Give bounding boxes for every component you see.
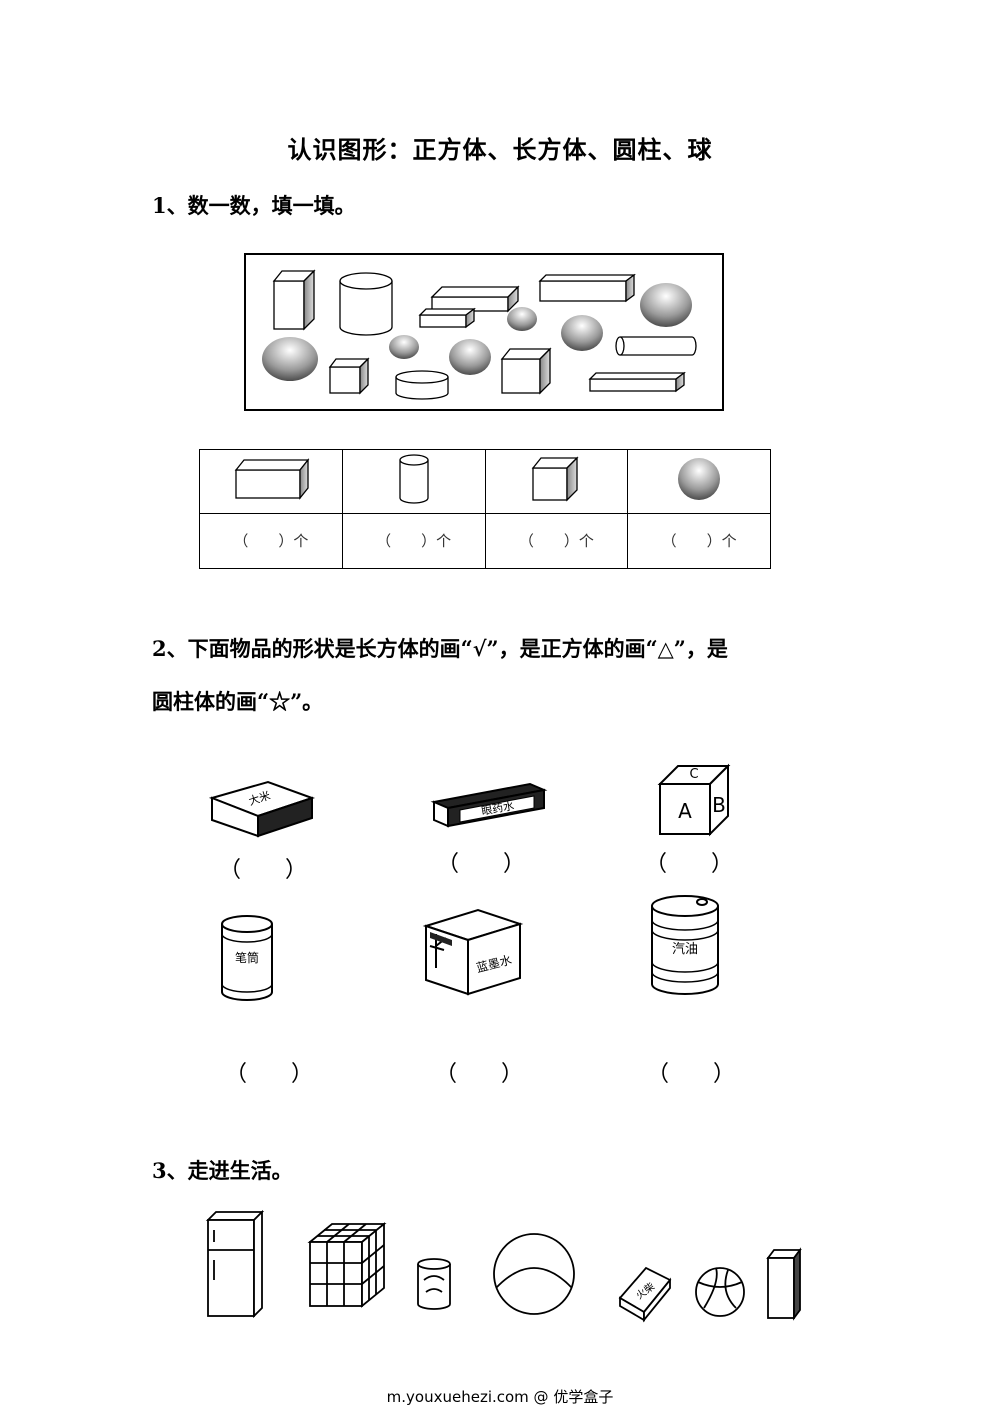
small-cube-shape: [328, 357, 370, 395]
cube-shape: [500, 347, 552, 395]
cube-letter-b: B: [712, 793, 726, 817]
rice-answer-blank[interactable]: （ ）: [218, 858, 307, 883]
gas-barrel-answer-blank[interactable]: （ ）: [646, 1062, 735, 1087]
tall-cuboid-shape: [272, 269, 316, 331]
page-title: 认识图形：正方体、长方体、圆柱、球: [287, 135, 713, 164]
volleyball-icon: [695, 1267, 745, 1317]
cube-count-blank[interactable]: （ ）个: [484, 512, 629, 570]
sphere-shape: [507, 307, 537, 331]
cube-letter-a: A: [678, 799, 692, 823]
letter-cube-answer-blank[interactable]: （ ）: [644, 852, 733, 877]
cube-header-cell: [484, 449, 629, 514]
cylinder-header-cell: [341, 449, 486, 514]
gas-barrel-icon: 汽油: [651, 895, 719, 995]
sphere-header-cell: [627, 449, 771, 514]
ball-icon: [493, 1233, 575, 1315]
eraser-icon: [766, 1247, 802, 1321]
horizontal-cylinder-shape: [615, 336, 697, 356]
footer-watermark: m.youxuehezi.com @ 优学盒子: [386, 1388, 614, 1406]
bottom-cuboid-shape: [588, 371, 686, 393]
sphere-shape: [561, 315, 603, 351]
count-table: （ ）个 （ ）个 （ ）个 （ ）个: [199, 449, 771, 570]
cube-letter-c: C: [689, 767, 698, 782]
question-3-text: 3、走进生活。: [152, 1158, 293, 1183]
eye-drops-answer-blank[interactable]: （ ）: [436, 852, 525, 877]
ink-box-answer-blank[interactable]: （ ）: [434, 1062, 523, 1087]
sphere-count-blank[interactable]: （ ）个: [627, 512, 771, 570]
mixed-shapes-illustration: [262, 269, 697, 400]
pen-holder-icon: 笔筒: [221, 915, 273, 1001]
fridge-icon: [205, 1209, 265, 1319]
cube-icon: [532, 456, 579, 502]
small-cuboid-shape: [418, 307, 476, 329]
question-2-text-line1: 2、下面物品的形状是长方体的画“√”，是正方体的画“△”，是: [152, 636, 728, 661]
question-1-text: 1、数一数，填一填。: [152, 193, 356, 218]
cylinder-count-blank[interactable]: （ ）个: [341, 512, 486, 570]
shapes-collection-box: [244, 253, 724, 411]
rice-box-icon: 大米: [208, 780, 316, 838]
pen-holder-answer-blank[interactable]: （ ）: [224, 1062, 313, 1087]
sphere-shape: [262, 337, 318, 381]
cuboid-header-cell: [199, 449, 343, 514]
sphere-icon: [678, 458, 721, 501]
sphere-shape: [449, 339, 491, 375]
pen-holder-label: 笔筒: [235, 950, 259, 965]
ink-box-icon: 蓝墨水: [422, 908, 524, 996]
life-objects-illustration: 火柴: [205, 1209, 802, 1323]
flat-cuboid-shape: [430, 285, 520, 313]
long-cuboid-shape: [538, 273, 636, 303]
gas-barrel-label: 汽油: [672, 942, 698, 957]
cylinder-icon: [398, 454, 429, 504]
rice-label: 大米: [247, 788, 272, 808]
cuboid-icon: [234, 458, 310, 501]
question-2-text-line2: 圆柱体的画“☆”。: [152, 689, 324, 714]
eye-drops-box-icon: 眼药水: [430, 782, 548, 828]
rubiks-cube-icon: [307, 1222, 387, 1308]
can-icon: [417, 1258, 451, 1310]
sphere-shape: [389, 335, 419, 359]
letter-cube-icon: C A B: [657, 763, 731, 837]
cuboid-count-blank[interactable]: （ ）个: [199, 512, 343, 570]
matchbox-icon: [618, 1266, 672, 1323]
sphere-shape: [640, 283, 692, 327]
cylinder-shape: [339, 272, 393, 336]
flat-cylinder-shape: [395, 370, 449, 400]
eye-drops-label: 眼药水: [480, 799, 515, 818]
